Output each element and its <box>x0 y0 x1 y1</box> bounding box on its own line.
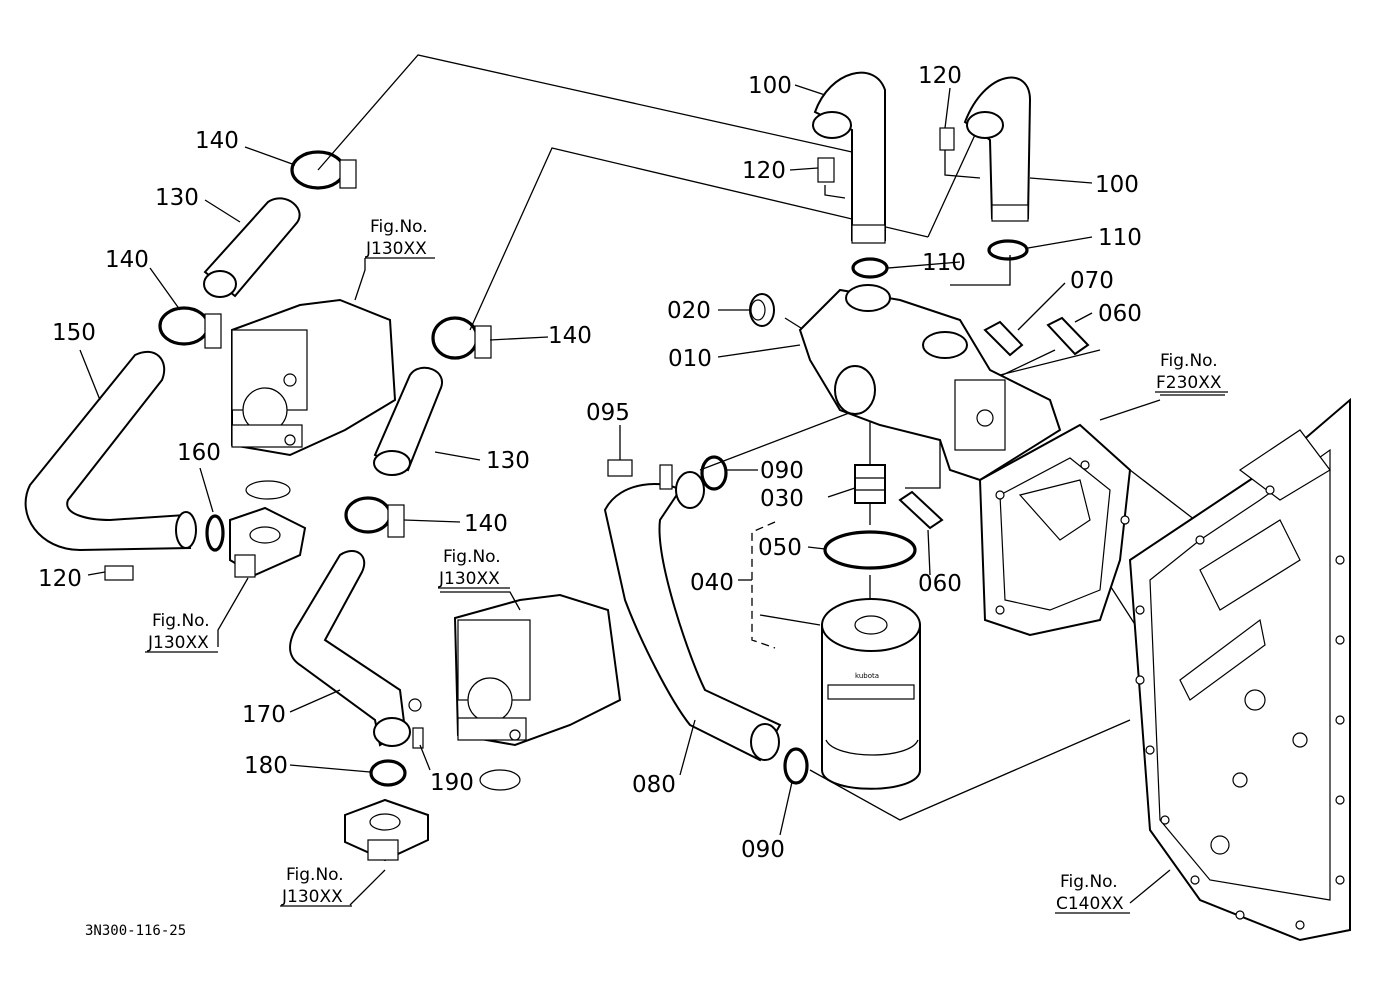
svg-text:J130XX: J130XX <box>147 633 209 653</box>
fig-ref-f230: Fig.No. F230XX <box>1155 351 1228 393</box>
label-100-right: 100 <box>1095 172 1139 198</box>
hose-170 <box>289 550 424 749</box>
svg-text:Fig.No.: Fig.No. <box>152 611 210 631</box>
label-090-top: 090 <box>760 458 804 484</box>
label-leaders <box>79 84 1225 906</box>
elbow-pipe-left <box>812 71 889 279</box>
svg-text:J130XX: J130XX <box>281 887 343 907</box>
label-150: 150 <box>52 320 96 346</box>
elbow-pipe-right <box>963 76 1032 261</box>
label-100-left: 100 <box>748 73 792 99</box>
svg-text:C140XX: C140XX <box>1056 894 1124 914</box>
svg-text:J130XX: J130XX <box>438 569 500 589</box>
part-number-labels: 100 120 120 100 110 110 070 060 020 010 … <box>38 63 1142 863</box>
svg-text:Fig.No.: Fig.No. <box>370 217 428 237</box>
fig-ref-j130-middle: Fig.No. J130XX <box>438 547 510 589</box>
label-090-bottom: 090 <box>741 837 785 863</box>
label-060-top: 060 <box>1098 301 1142 327</box>
hose-130-middle <box>373 366 443 476</box>
plug-upper <box>817 127 955 183</box>
label-120-mid: 120 <box>742 158 786 184</box>
assembly-bracket-040 <box>751 521 776 649</box>
svg-text:Fig.No.: Fig.No. <box>1060 872 1118 892</box>
gasket-050 <box>823 530 917 570</box>
label-140-a: 140 <box>195 128 239 154</box>
oil-filter-cartridge: kubota <box>821 598 921 790</box>
cap-020 <box>749 293 775 327</box>
hose-clamp-140-c <box>431 316 492 360</box>
drawing-code: 3N300-116-25 <box>85 923 186 939</box>
plug-120-left <box>104 565 134 581</box>
fig-ref-j130-upper: Fig.No. J130XX <box>365 217 435 259</box>
fig-ref-j130-bottom: Fig.No. J130XX <box>280 865 352 907</box>
oring-090-bottom <box>783 747 809 785</box>
label-060-bottom: 060 <box>918 571 962 597</box>
svg-text:Fig.No.: Fig.No. <box>286 865 344 885</box>
label-070: 070 <box>1070 268 1114 294</box>
label-140-c: 140 <box>548 323 592 349</box>
svg-text:F230XX: F230XX <box>1156 373 1222 393</box>
fig-ref-c140: Fig.No. C140XX <box>1055 872 1130 914</box>
hydraulic-pump-upper <box>231 298 397 457</box>
filter-head-block <box>798 284 1062 482</box>
label-140-b: 140 <box>105 247 149 273</box>
label-130-middle: 130 <box>486 448 530 474</box>
label-130-upper: 130 <box>155 185 199 211</box>
hose-clamp-140-d <box>344 496 405 538</box>
svg-text:Fig.No.: Fig.No. <box>443 547 501 567</box>
oring-180 <box>369 759 407 787</box>
plug-095 <box>607 459 633 477</box>
flange-left <box>229 480 307 578</box>
oring-090-top <box>700 455 728 491</box>
label-140-d: 140 <box>464 511 508 537</box>
hose-clamp-140-a <box>290 150 357 190</box>
hose-130-upper <box>203 197 301 298</box>
label-180: 180 <box>244 753 288 779</box>
label-120-left: 120 <box>38 566 82 592</box>
case-bolt-holes <box>995 460 1345 930</box>
fig-ref-j130-left: Fig.No. J130XX <box>145 611 218 653</box>
flange-bottom <box>344 798 429 862</box>
label-110-right: 110 <box>1098 225 1142 251</box>
label-020: 020 <box>667 298 711 324</box>
hose-080 <box>603 464 782 762</box>
label-110-left: 110 <box>922 250 966 276</box>
label-080: 080 <box>632 772 676 798</box>
hose-150 <box>24 350 197 552</box>
label-040: 040 <box>690 570 734 596</box>
label-030: 030 <box>760 486 804 512</box>
bolts <box>898 316 1090 530</box>
filter-brand: kubota <box>855 672 879 680</box>
label-190: 190 <box>430 770 474 796</box>
label-010: 010 <box>668 346 712 372</box>
label-160: 160 <box>177 440 221 466</box>
svg-text:Fig.No.: Fig.No. <box>1160 351 1218 371</box>
nipple-030 <box>854 464 886 504</box>
transmission-case <box>978 397 1351 942</box>
label-170: 170 <box>242 702 286 728</box>
label-120-top: 120 <box>918 63 962 89</box>
label-050: 050 <box>758 535 802 561</box>
svg-text:J130XX: J130XX <box>365 239 427 259</box>
hose-clamp-140-b <box>158 306 222 349</box>
label-095: 095 <box>586 400 630 426</box>
oring-160 <box>205 514 225 552</box>
hydraulic-pump-lower <box>453 593 622 791</box>
